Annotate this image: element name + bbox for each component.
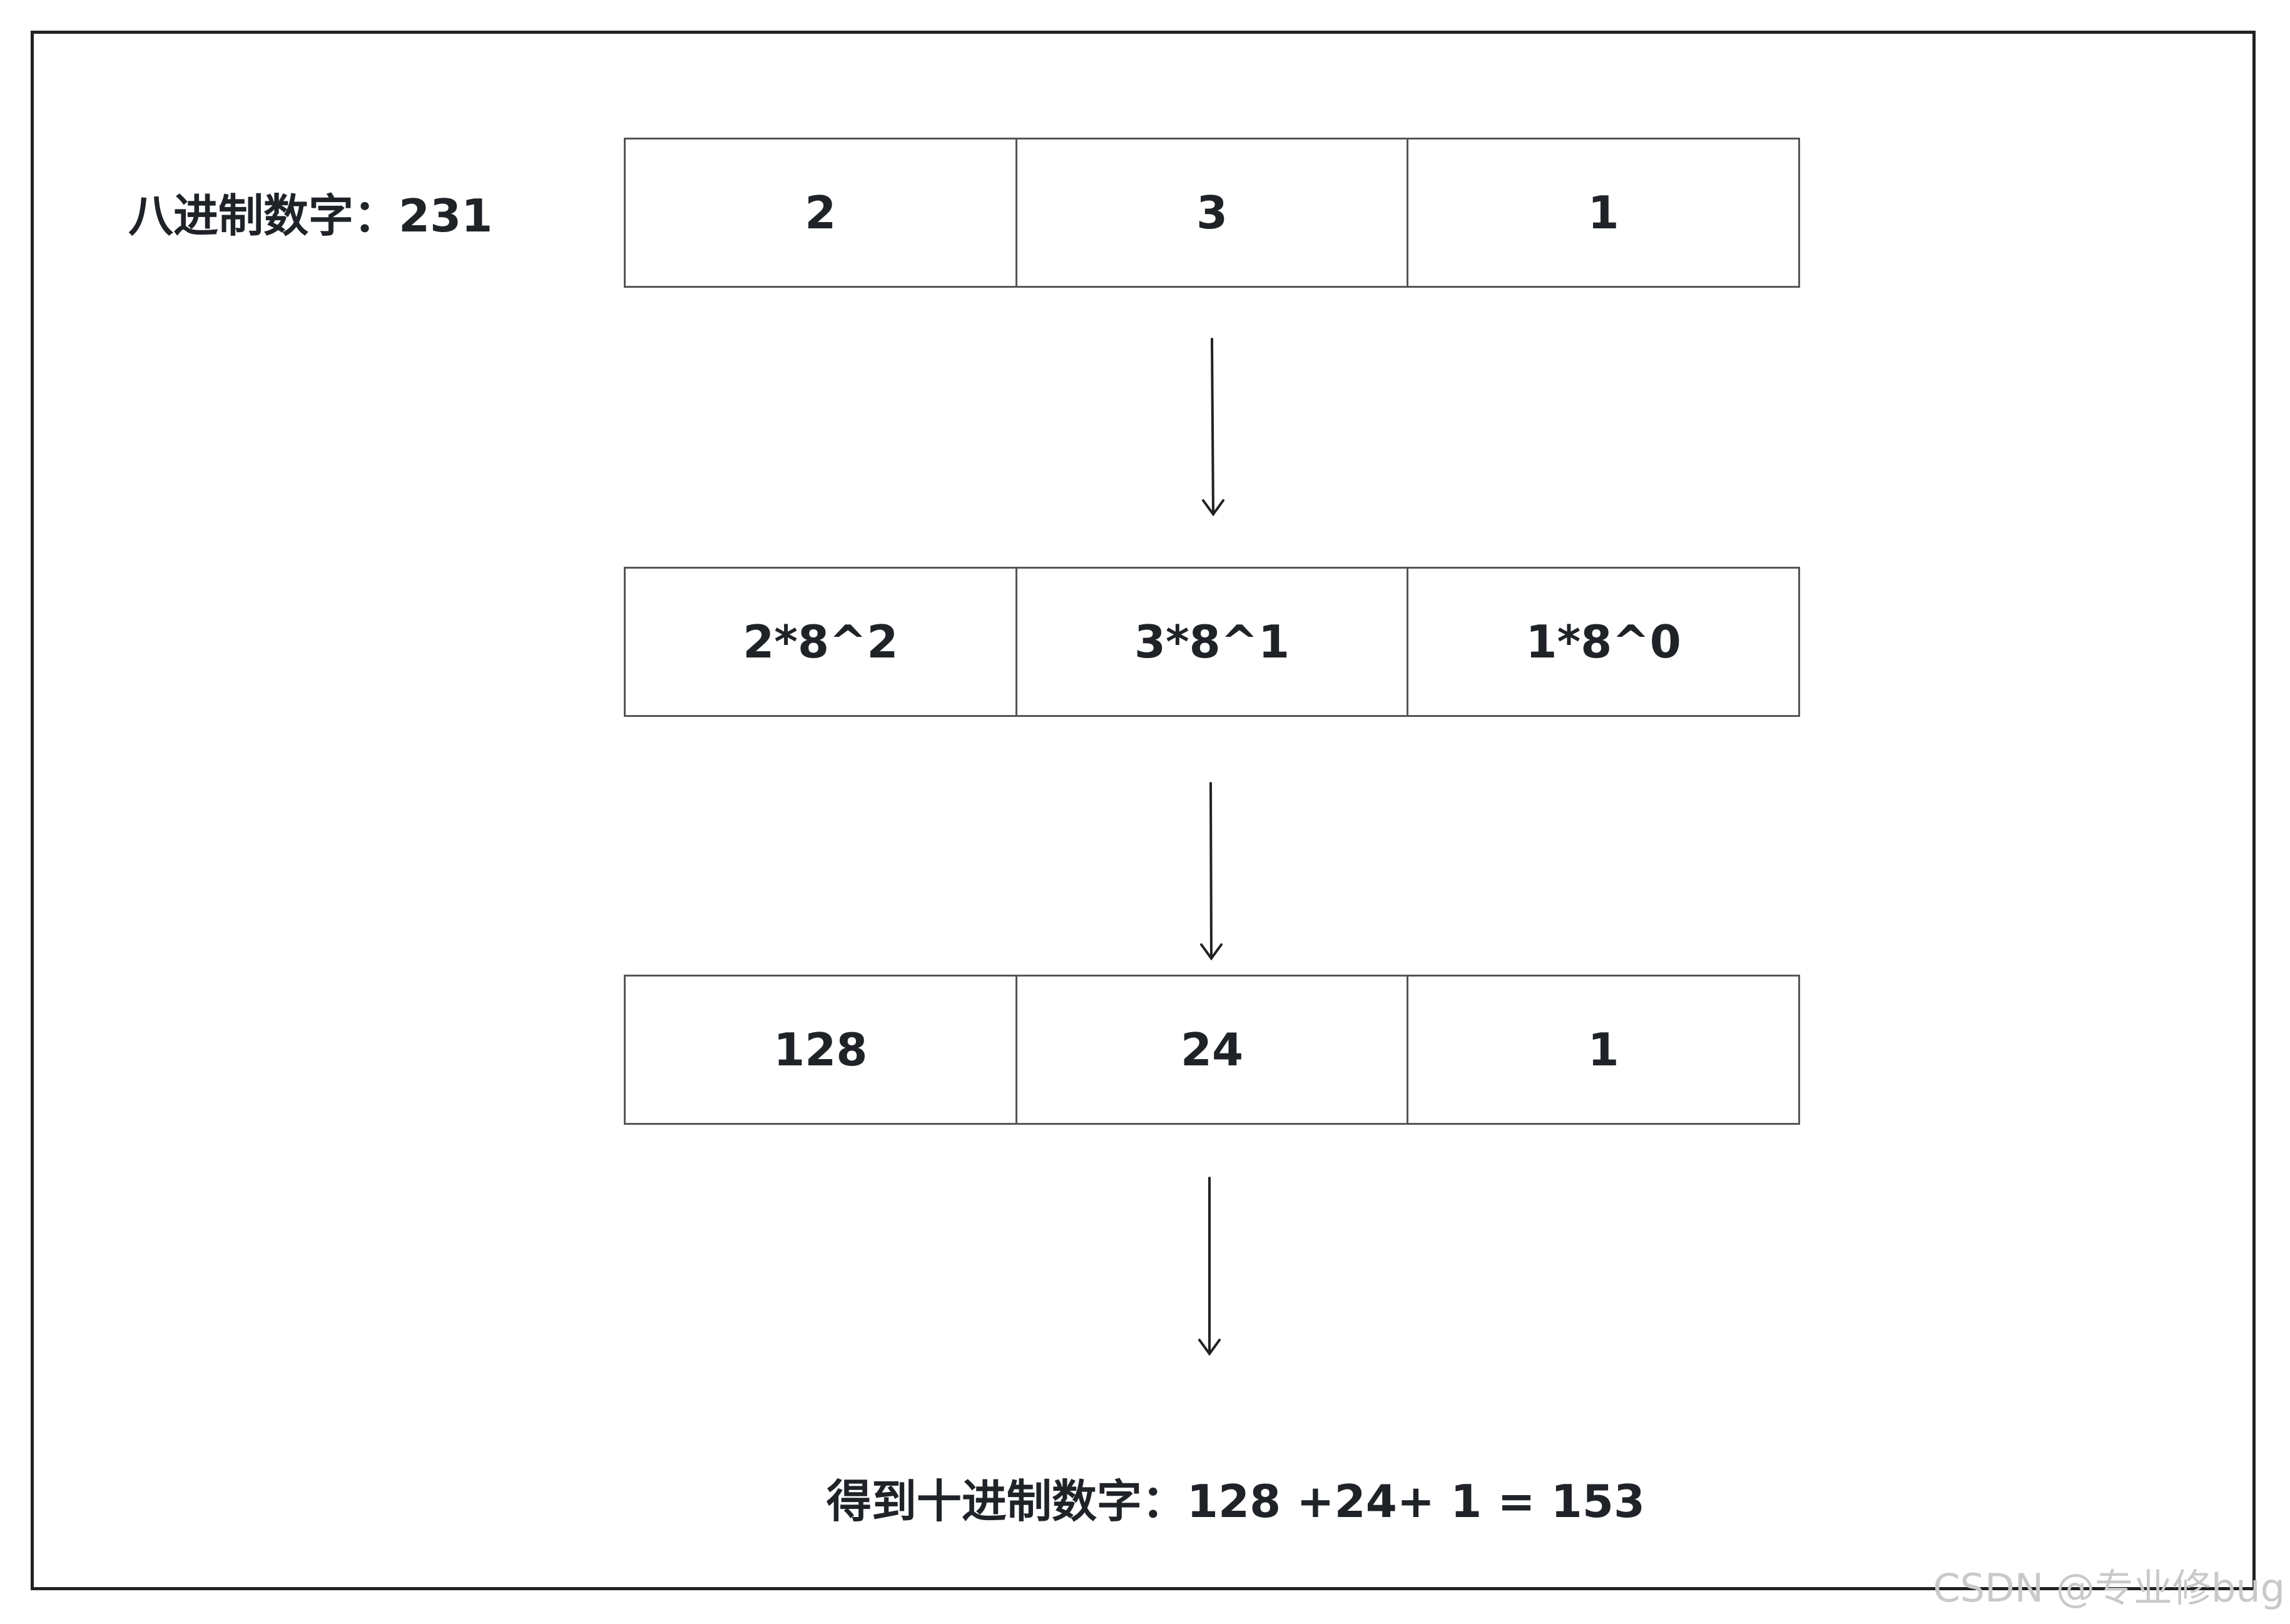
result-text: 得到十进制数字：128 +24+ 1 = 153: [826, 1475, 1646, 1528]
value-cell: 24: [1015, 977, 1407, 1123]
octal-digit-cell: 2: [805, 186, 837, 239]
values-row: 128 24 1: [624, 975, 1800, 1125]
watermark: CSDN @专业修bug: [1933, 1565, 2285, 1611]
octal-digits-row: 2 3 1: [624, 138, 1800, 288]
result-text-container: 得到十进制数字：128 +24+ 1 = 153: [0, 1467, 2290, 1536]
down-arrow-1: [1202, 338, 1224, 517]
down-arrow-3: [1198, 1177, 1221, 1356]
value-cell: 1: [1407, 977, 1798, 1123]
expansion-cell: 3*8^1: [1015, 569, 1407, 715]
octal-digit-cell: 1: [1407, 140, 1798, 286]
down-arrow-2: [1200, 782, 1223, 961]
diagram-title: 八进制数字：231: [128, 190, 493, 242]
value-cell: 128: [773, 1023, 868, 1076]
diagram-frame: [31, 31, 2256, 1590]
expansion-cell: 2*8^2: [743, 616, 898, 668]
expansion-row: 2*8^2 3*8^1 1*8^0: [624, 567, 1800, 717]
expansion-cell: 1*8^0: [1407, 569, 1798, 715]
octal-digit-cell: 3: [1015, 140, 1407, 286]
